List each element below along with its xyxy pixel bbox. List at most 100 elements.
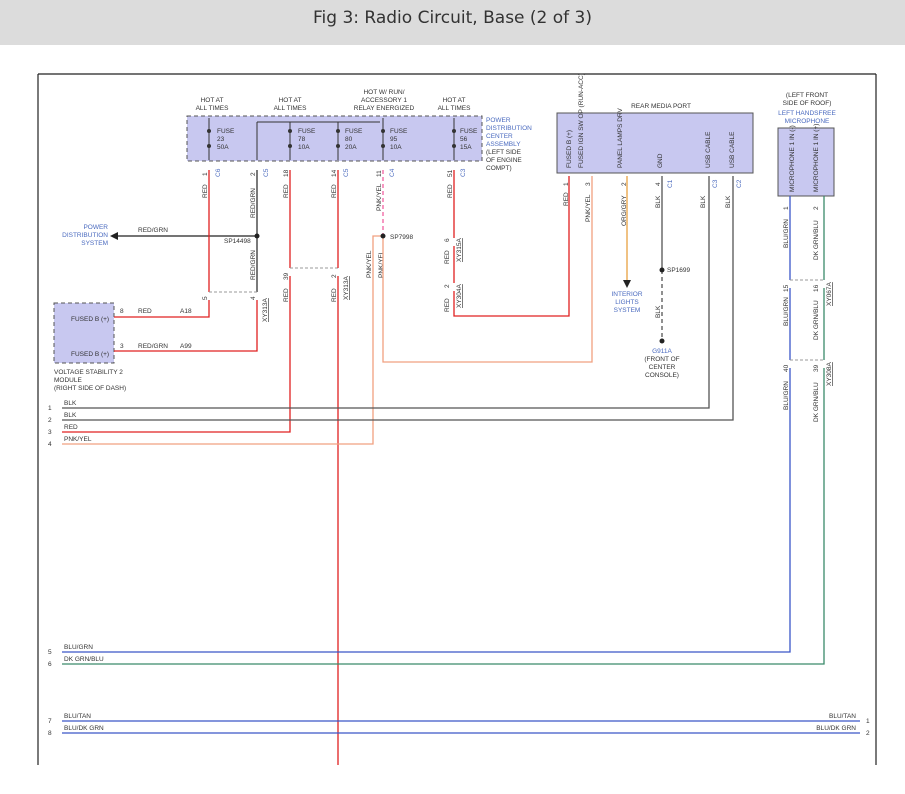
fuse-2-name: FUSE bbox=[298, 128, 316, 135]
lower-pin-5: 5 bbox=[202, 296, 209, 300]
figure-title: Fig 3: Radio Circuit, Base (2 of 3) bbox=[313, 8, 592, 28]
rear-media-port: REAR MEDIA PORT FUSED B (+) FUSED IGN SW… bbox=[556, 73, 754, 226]
output-label-8: BLU/DK GRN bbox=[64, 725, 104, 732]
pdc-wire-3: RED bbox=[283, 184, 290, 198]
ground-g911a: G911A bbox=[652, 348, 672, 355]
fuse-4-amps: 10A bbox=[390, 144, 402, 151]
pdc-pin-2: 2 bbox=[250, 172, 257, 176]
splice-sp14498: SP14498 bbox=[224, 238, 251, 245]
mic-label-1: MICROPHONE 1 IN (-) bbox=[789, 125, 796, 192]
mp-conn-c2: C2 bbox=[736, 179, 743, 188]
fuse-5-num: 56 bbox=[460, 136, 468, 143]
mic-wire-2: DK GRN/BLU bbox=[813, 220, 820, 260]
mp-label-6: USB CABLE bbox=[729, 131, 736, 168]
mp-label-3: PANEL LAMPS DRV bbox=[617, 107, 624, 168]
power-distribution-center: HOT AT ALL TIMES HOT AT ALL TIMES HOT W/… bbox=[186, 89, 532, 218]
pdc-pin-18: 18 bbox=[283, 169, 290, 177]
pdc-wire-6: RED bbox=[447, 184, 454, 198]
vsm-row2-circuit: A99 bbox=[180, 343, 192, 350]
fuse-3-amps: 20A bbox=[345, 144, 357, 151]
hot-label-3b: ACCESSORY 1 bbox=[361, 97, 407, 104]
lower-pin-4: 4 bbox=[250, 296, 257, 300]
output-num-8: 8 bbox=[48, 730, 52, 737]
pds-line-1: POWER bbox=[83, 224, 108, 231]
fuse-2-num: 78 bbox=[298, 136, 306, 143]
vsm-row1-pin: 8 bbox=[120, 308, 124, 315]
ground-loc-2: CENTER bbox=[649, 364, 676, 371]
mp-wire-4: BLK bbox=[655, 195, 662, 208]
lower-pin-6: 6 bbox=[444, 238, 451, 242]
vsm-row1-label: FUSED B (+) bbox=[71, 316, 109, 323]
conn-xy304a: XY304A bbox=[456, 283, 463, 308]
vsm-row1-circuit: A18 bbox=[180, 308, 192, 315]
mp-pin-4: 4 bbox=[655, 182, 662, 186]
output-label-4: PNK/YEL bbox=[64, 436, 92, 443]
mic-wire-2c: DK GRN/BLU bbox=[813, 382, 820, 422]
pdc-conn-c3: C3 bbox=[460, 168, 467, 177]
mic-wire-1b: BLU/GRN bbox=[783, 297, 790, 326]
vsm-name-1: VOLTAGE STABILITY 2 bbox=[54, 369, 123, 376]
mic-conn-xy308a: XY308A bbox=[826, 361, 833, 386]
vsm-row2-wire: RED/GRN bbox=[138, 343, 168, 350]
mic-wire-1c: BLU/GRN bbox=[783, 381, 790, 410]
fuse-1-amps: 50A bbox=[217, 144, 229, 151]
pds-line-2: DISTRIBUTION bbox=[62, 232, 108, 239]
vsm-row2-label: FUSED B (+) bbox=[71, 351, 109, 358]
lower-wire-red-3: RED bbox=[444, 250, 451, 264]
pdc-pin-1: 1 bbox=[202, 172, 209, 176]
output-label-3: RED bbox=[64, 424, 78, 431]
lower-wire-pnkyel-1: PNK/YEL bbox=[366, 250, 373, 278]
voltage-stability-module: FUSED B (+) FUSED B (+) 8 3 RED RED/GRN … bbox=[53, 302, 192, 392]
output-num-2: 2 bbox=[48, 417, 52, 424]
pdc-conn-c4: C4 bbox=[389, 168, 396, 177]
output-num-3: 3 bbox=[48, 429, 52, 436]
left-components: POWER DISTRIBUTION SYSTEM RED/GRN SP1449… bbox=[62, 224, 690, 379]
fuse-1-name: FUSE bbox=[217, 128, 235, 135]
output-label-7: BLU/TAN bbox=[64, 713, 91, 720]
splice-points bbox=[254, 233, 665, 344]
fuse-4-num: 95 bbox=[390, 136, 398, 143]
interior-1: INTERIOR bbox=[611, 291, 642, 298]
output-num-7: 7 bbox=[48, 718, 52, 725]
output-num-4: 4 bbox=[48, 441, 52, 448]
right-output-label-2: BLU/DK GRN bbox=[816, 725, 856, 732]
output-num-1: 1 bbox=[48, 405, 52, 412]
pds-line-3: SYSTEM bbox=[81, 240, 108, 247]
mp-wire-1: RED bbox=[563, 192, 570, 206]
mp-pin-2: 2 bbox=[621, 182, 628, 186]
pds-wire-label: RED/GRN bbox=[138, 227, 168, 234]
mic-name-1: LEFT HANDSFREE bbox=[778, 110, 836, 117]
hot-label-1a: HOT AT bbox=[201, 97, 224, 104]
right-output-label-1: BLU/TAN bbox=[829, 713, 856, 720]
mic-cpin-15: 15 bbox=[783, 284, 790, 292]
mic-loc-2: SIDE OF ROOF) bbox=[783, 100, 832, 107]
pdc-loc-1: (LEFT SIDE bbox=[486, 149, 522, 156]
pdc-conn-c5b: C5 bbox=[343, 168, 350, 177]
mic-pin-1: 1 bbox=[783, 206, 790, 210]
mp-wire-6: BLK bbox=[725, 195, 732, 208]
mp-wire-5: BLK bbox=[700, 195, 707, 208]
interior-2: LIGHTS bbox=[615, 299, 639, 306]
mic-loc-1: (LEFT FRONT bbox=[786, 92, 828, 99]
hot-label-2a: HOT AT bbox=[279, 97, 302, 104]
lower-pin-39: 39 bbox=[283, 272, 290, 280]
ground-loc-1: (FRONT OF bbox=[644, 356, 679, 363]
output-labels: 1 BLK 2 BLK 3 RED 4 PNK/YEL 5 BLU/GRN 6 … bbox=[48, 400, 870, 737]
mp-conn-c3: C3 bbox=[712, 179, 719, 188]
mp-label-5: USB CABLE bbox=[705, 131, 712, 168]
pdc-name-2: DISTRIBUTION bbox=[486, 125, 532, 132]
right-output-num-1: 1 bbox=[866, 718, 870, 725]
lower-wire-red-1: RED bbox=[283, 288, 290, 302]
conn-xy313a-2: XY313A bbox=[343, 275, 350, 300]
hot-label-4b: ALL TIMES bbox=[438, 105, 472, 112]
mp-wire-2: PNK/YEL bbox=[585, 194, 592, 222]
mp-label-4: GND bbox=[657, 153, 664, 168]
hot-label-4a: HOT AT bbox=[443, 97, 466, 104]
vsm-row2-pin: 3 bbox=[120, 343, 124, 350]
mp-pin-3: 3 bbox=[585, 182, 592, 186]
wires bbox=[62, 170, 860, 765]
pdc-name-4: ASSEMBLY bbox=[486, 141, 521, 148]
pdc-wire-4: RED bbox=[331, 184, 338, 198]
pdc-name-1: POWER bbox=[486, 117, 511, 124]
lower-pin-2b: 2 bbox=[444, 284, 451, 288]
